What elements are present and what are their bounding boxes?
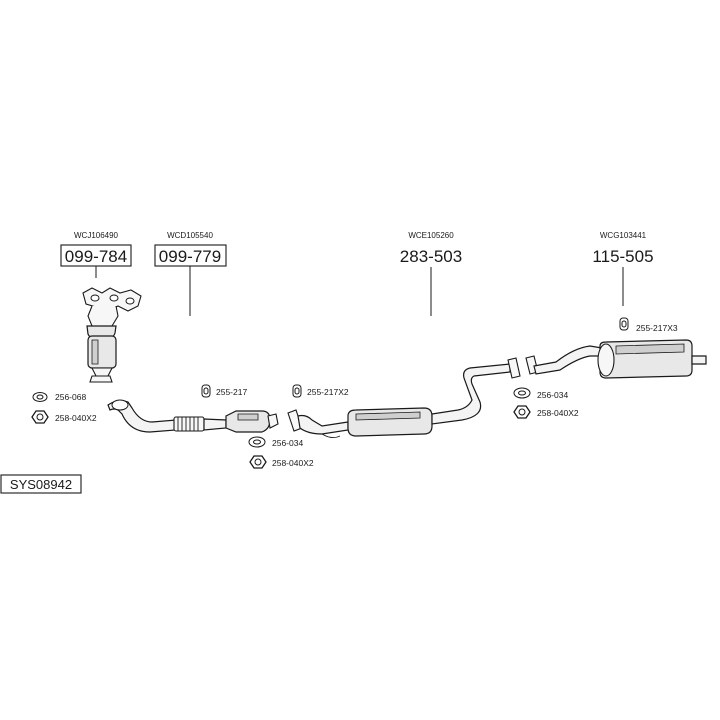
flange-hole xyxy=(125,297,135,305)
cat-outlet-flange xyxy=(89,375,113,383)
label-center-muffler[interactable]: WCE105260 283-503 xyxy=(400,231,462,316)
cat-outlet-cone xyxy=(91,367,113,377)
accessory-hanger-mid[interactable]: 255-217X2 xyxy=(292,384,349,398)
tailpipe xyxy=(691,355,707,365)
oem-code-center-muffler: WCE105260 xyxy=(408,231,454,240)
manifold-catalytic-converter[interactable] xyxy=(82,287,142,383)
accessory-hanger-rear[interactable]: 255-217X3 xyxy=(619,317,678,333)
rear-joint-flange xyxy=(507,357,521,379)
center-inlet-pipe xyxy=(297,414,349,435)
rear-muffler-endcap xyxy=(597,343,615,377)
part-number-center-muffler: 283-503 xyxy=(400,247,462,266)
over-axle-pipe xyxy=(431,363,511,425)
front-cat-shading xyxy=(237,413,259,421)
oem-code-manifold-cat: WCJ106490 xyxy=(74,231,119,240)
rear-muffler-assembly[interactable] xyxy=(525,339,707,379)
oem-code-front-cat: WCD105540 xyxy=(167,231,213,240)
accessory-gasket-mid[interactable]: 256-034 xyxy=(248,436,303,448)
system-id-box: SYS08942 xyxy=(0,474,82,494)
accessory-nut-left[interactable]: 258-040X2 xyxy=(31,410,97,424)
gasket-left-label: 256-068 xyxy=(55,392,86,402)
manifold-runners xyxy=(87,305,119,327)
part-number-front-cat: 099-779 xyxy=(159,247,221,266)
accessory-gasket-right[interactable]: 256-034 xyxy=(513,387,568,400)
hanger-hole xyxy=(294,387,300,395)
label-front-cat[interactable]: WCD105540 099-779 xyxy=(154,231,227,316)
hanger-rear-label: 255-217X3 xyxy=(636,323,678,333)
gasket-hole xyxy=(36,394,44,400)
hanger-hook xyxy=(321,433,341,439)
hanger-mid-label: 255-217X2 xyxy=(307,387,349,397)
nut-right-label: 258-040X2 xyxy=(537,408,579,418)
front-cat-flange xyxy=(267,413,279,429)
gasket-right-label: 256-034 xyxy=(537,390,568,400)
rear-muffler-shading xyxy=(615,343,685,355)
hanger-hole xyxy=(621,320,627,328)
flex-pipe-braid xyxy=(177,417,199,431)
hanger-hole xyxy=(203,387,209,395)
accessory-gasket-left[interactable]: 256-068 xyxy=(32,392,86,402)
rear-inlet-pipe xyxy=(533,345,603,375)
gasket-hole xyxy=(253,439,261,445)
cat-inlet-cone xyxy=(86,325,117,338)
nut-hole xyxy=(518,408,526,416)
accessory-nut-mid[interactable]: 258-040X2 xyxy=(249,455,314,469)
gasket-hole xyxy=(518,390,526,396)
nut-hole xyxy=(254,458,262,466)
system-id-text: SYS08942 xyxy=(10,477,72,492)
oem-code-rear-muffler: WCG103441 xyxy=(600,231,647,240)
gasket-mid-label: 256-034 xyxy=(272,438,303,448)
label-manifold-cat[interactable]: WCJ106490 099-784 xyxy=(60,231,132,278)
center-muffler-shading xyxy=(355,411,421,421)
hanger-front-label: 255-217 xyxy=(216,387,247,397)
accessory-hanger-front[interactable]: 255-217 xyxy=(201,384,247,398)
flex-pipe xyxy=(173,416,205,432)
part-number-manifold-cat: 099-784 xyxy=(65,247,127,266)
nut-left-label: 258-040X2 xyxy=(55,413,97,423)
part-number-rear-muffler: 115-505 xyxy=(592,247,653,266)
system-id-frame xyxy=(0,474,82,494)
inlet-flange xyxy=(111,399,129,411)
flange-hole xyxy=(109,294,119,302)
mid-pipe-section xyxy=(203,418,227,431)
flange-hole xyxy=(90,294,100,302)
label-rear-muffler[interactable]: WCG103441 115-505 xyxy=(592,231,654,306)
center-pipe-and-muffler[interactable] xyxy=(287,357,521,439)
nut-mid-label: 258-040X2 xyxy=(272,458,314,468)
nut-hole xyxy=(36,413,44,421)
front-pipe-and-cat[interactable] xyxy=(107,399,279,433)
cat-shading xyxy=(91,339,99,365)
accessory-nut-right[interactable]: 258-040X2 xyxy=(513,405,579,419)
